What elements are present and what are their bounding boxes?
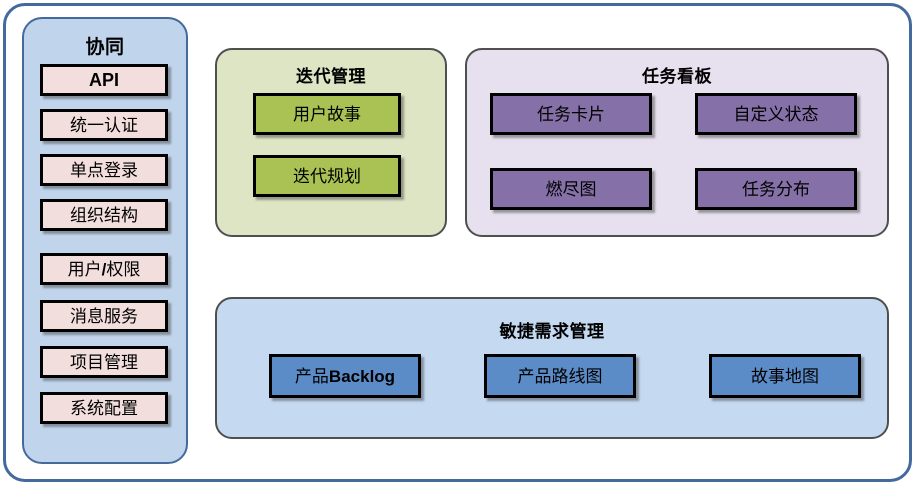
panel-iteration-management[interactable]: 迭代管理 <box>215 48 447 237</box>
sidebar-item-org-structure-label: 组织结构 <box>70 205 138 225</box>
agile-item-story-map[interactable]: 故事地图 <box>709 354 861 398</box>
taskboard-item-task-card-label: 任务卡片 <box>537 104 605 124</box>
panel-iteration-management-title: 迭代管理 <box>296 67 366 86</box>
sidebar-item-project-management[interactable]: 项目管理 <box>40 346 168 378</box>
sidebar-item-sso[interactable]: 单点登录 <box>40 154 168 186</box>
sidebar-item-system-config[interactable]: 系统配置 <box>40 392 168 424</box>
sidebar-item-unified-auth[interactable]: 统一认证 <box>40 109 168 141</box>
iteration-item-iteration-planning-label: 迭代规划 <box>293 166 361 186</box>
iteration-item-user-story[interactable]: 用户故事 <box>253 93 401 135</box>
iteration-item-iteration-planning[interactable]: 迭代规划 <box>253 155 401 197</box>
sidebar-item-unified-auth-label: 统一认证 <box>70 115 138 135</box>
agile-item-product-roadmap-label: 产品路线图 <box>517 366 603 386</box>
agile-item-product-roadmap[interactable]: 产品路线图 <box>484 354 636 398</box>
sidebar-item-api-label: API <box>88 70 119 90</box>
agile-item-story-map-label: 故事地图 <box>751 366 819 386</box>
sidebar-item-user-permission[interactable]: 用户/权限 <box>40 253 168 285</box>
agile-item-product-backlog-label: 产品Backlog <box>294 366 396 386</box>
iteration-item-user-story-label: 用户故事 <box>293 104 361 124</box>
sidebar-item-message-service-label: 消息服务 <box>70 306 138 326</box>
taskboard-item-task-card[interactable]: 任务卡片 <box>490 93 652 135</box>
taskboard-item-task-distribution[interactable]: 任务分布 <box>695 168 857 210</box>
panel-collaboration-title: 协同 <box>85 37 125 58</box>
taskboard-item-custom-status-label: 自定义状态 <box>733 104 819 124</box>
taskboard-item-burndown-chart[interactable]: 燃尽图 <box>490 168 652 210</box>
sidebar-item-api[interactable]: API <box>40 64 168 96</box>
panel-task-board-title: 任务看板 <box>642 67 712 86</box>
sidebar-item-org-structure[interactable]: 组织结构 <box>40 199 168 231</box>
sidebar-item-user-permission-label: 用户/权限 <box>67 259 141 279</box>
sidebar-item-project-management-label: 项目管理 <box>70 352 138 372</box>
taskboard-item-burndown-chart-label: 燃尽图 <box>545 179 597 199</box>
sidebar-item-sso-label: 单点登录 <box>70 160 138 180</box>
sidebar-item-system-config-label: 系统配置 <box>70 398 138 418</box>
taskboard-item-custom-status[interactable]: 自定义状态 <box>695 93 857 135</box>
taskboard-item-task-distribution-label: 任务分布 <box>742 179 810 199</box>
panel-agile-requirement-management-title: 敏捷需求管理 <box>499 322 605 341</box>
sidebar-item-message-service[interactable]: 消息服务 <box>40 300 168 332</box>
agile-item-product-backlog[interactable]: 产品Backlog <box>269 354 421 398</box>
